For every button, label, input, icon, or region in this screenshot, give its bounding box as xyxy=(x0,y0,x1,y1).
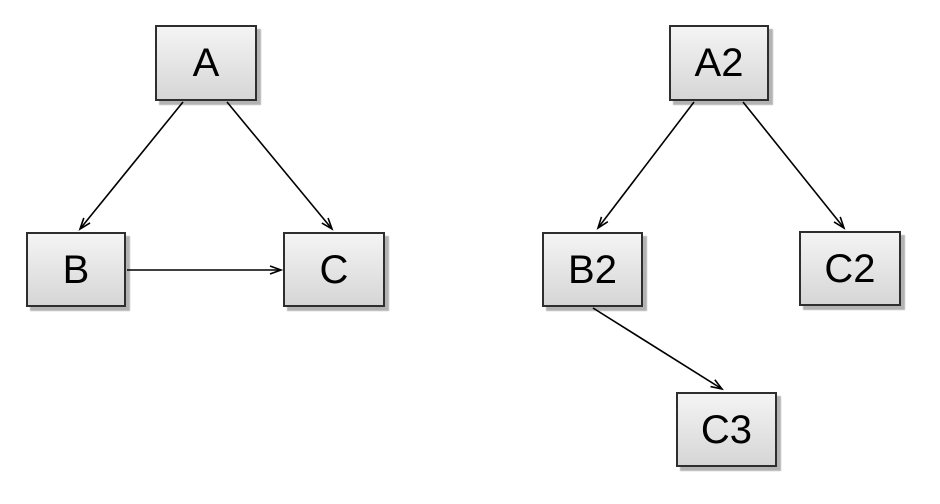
node-C2[interactable]: C2 xyxy=(799,231,901,306)
edge-B2-to-C3[interactable] xyxy=(592,307,724,391)
edge-A-to-B[interactable] xyxy=(78,101,184,231)
node-A[interactable]: A xyxy=(155,25,257,101)
node-label-B: B xyxy=(62,247,90,292)
node-label-A2: A2 xyxy=(694,41,744,85)
node-B[interactable]: B xyxy=(26,232,126,307)
node-B2[interactable]: B2 xyxy=(542,232,643,307)
edge-A-to-C[interactable] xyxy=(226,101,334,231)
node-C3[interactable]: C3 xyxy=(676,392,777,467)
node-A2[interactable]: A2 xyxy=(669,25,769,101)
edge-A2-to-B2[interactable] xyxy=(596,101,695,230)
node-label-C: C xyxy=(319,247,349,292)
node-label-C2: C2 xyxy=(824,246,876,291)
edge-A2-to-C2[interactable] xyxy=(742,101,846,230)
node-label-A: A xyxy=(192,41,220,85)
node-label-B2: B2 xyxy=(568,247,617,292)
node-label-C3: C3 xyxy=(700,407,753,452)
node-C[interactable]: C xyxy=(283,232,385,307)
